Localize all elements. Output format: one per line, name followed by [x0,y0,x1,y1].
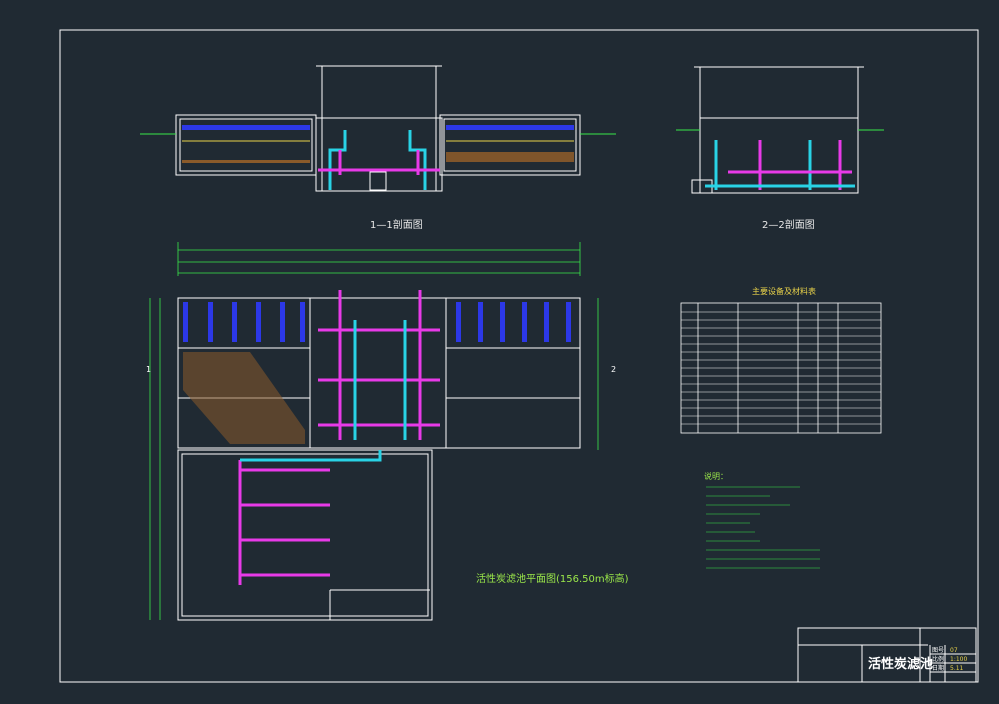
filter-block-right [445,297,581,449]
gravel-hatch [183,352,305,444]
section-2-2 [676,66,884,194]
section-2-pipes [705,140,855,190]
title-block-label-2: 日期 [932,664,944,672]
title-block-title: 活性炭滤池 [868,656,933,672]
title-block-value-0: 07 [950,647,958,654]
plan-structure [177,297,581,621]
section-1-title: 1—1剖面图 [370,218,423,231]
plan-dimensions [149,242,599,620]
pipe-gallery-plan [309,297,447,449]
title-block-value-2: 5.11 [950,665,964,672]
plan-title: 活性炭滤池平面图(156.50m标高) [476,572,629,585]
section-1-media [182,125,574,163]
notes-lines [706,486,820,569]
notes-heading: 说明： [704,471,728,481]
plan-pipes [238,290,440,585]
title-block-value-1: 1:100 [950,656,967,663]
title-block-label-1: 比例 [932,655,944,663]
section-marker-right: 2 [611,365,616,374]
left-filter-cell [175,114,317,176]
equipment-table-rows [681,311,881,425]
title-block [797,627,977,683]
plan-media-cells [183,302,571,444]
pump-room-plan [177,449,433,621]
equipment-table-title: 主要设备及材料表 [752,286,816,296]
section-marker-left: 1 [146,365,151,374]
section-1-pipes [318,130,440,191]
sheet-border [59,29,979,683]
section-2-title: 2—2剖面图 [762,218,815,231]
right-filter-cell [439,114,581,176]
title-block-label-0: 图号 [932,647,944,654]
section-1-1 [140,65,616,192]
